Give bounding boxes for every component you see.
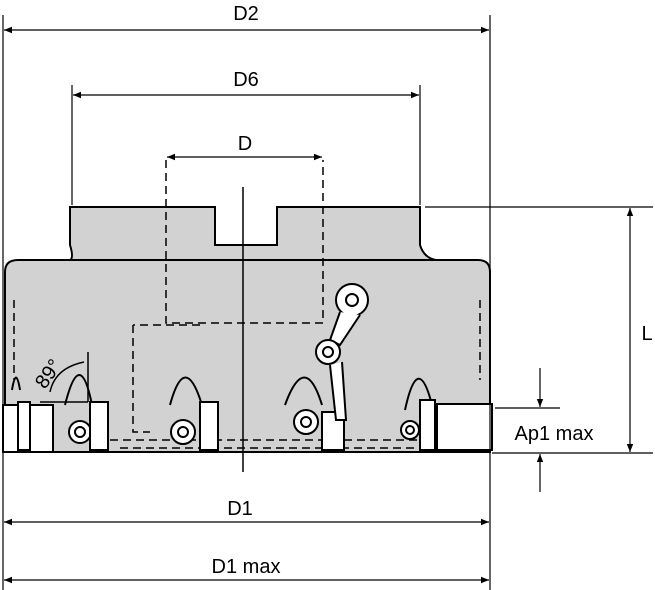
l-label: L xyxy=(641,323,652,345)
hidden-lines xyxy=(13,160,481,449)
inserts xyxy=(2,283,493,453)
extension-lines xyxy=(2,15,653,590)
d2-label: D2 xyxy=(233,3,259,25)
ap1-max-label: Ap1 max xyxy=(515,423,594,445)
dimension-lines xyxy=(4,26,634,584)
hub xyxy=(69,206,437,261)
angle-indicator xyxy=(40,352,89,403)
insert-5 xyxy=(400,377,493,451)
cutter-body xyxy=(4,206,491,453)
d1-label: D1 xyxy=(227,498,253,520)
d-label: D xyxy=(238,133,252,155)
insert-1 xyxy=(2,376,54,453)
d6-label: D6 xyxy=(233,69,259,91)
insert-4 xyxy=(284,376,345,451)
clamp xyxy=(315,283,369,421)
insert-2 xyxy=(64,374,109,451)
d1-max-label: D1 max xyxy=(212,556,281,578)
insert-3 xyxy=(169,376,219,451)
